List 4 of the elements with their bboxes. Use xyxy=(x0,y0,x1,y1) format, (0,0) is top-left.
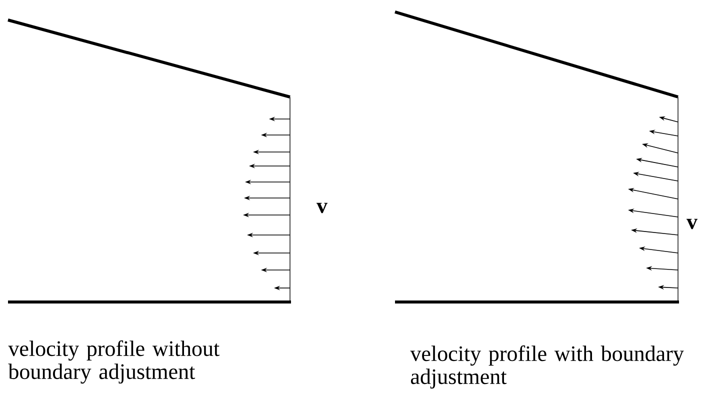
velocity-symbol: v xyxy=(686,218,698,230)
caption: velocity profile without boundary adjustment xyxy=(8,340,220,384)
velocity-symbol: v xyxy=(316,202,328,214)
caption: velocity profile with boundary adjustment xyxy=(410,345,684,389)
